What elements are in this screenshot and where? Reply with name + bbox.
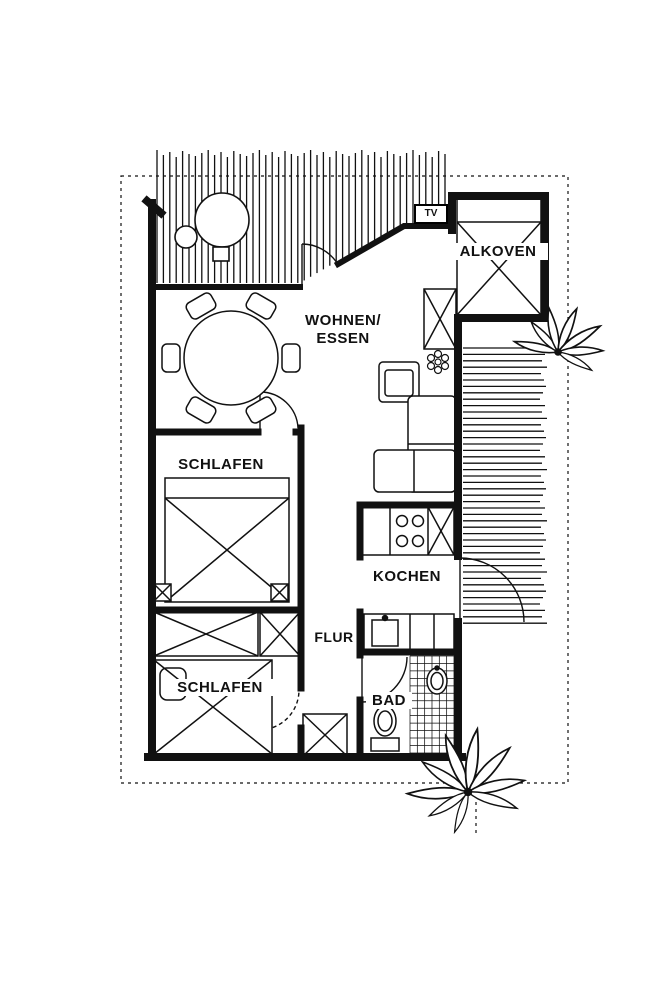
room-label-wohnen-essen: WOHNEN/ ESSEN: [288, 312, 398, 348]
wardrobes: [153, 611, 301, 657]
plant-icon-right: [511, 305, 606, 372]
bath-tiles: [409, 655, 455, 754]
room-label-wohnen-line2: ESSEN: [316, 330, 370, 347]
room-label-kochen: KOCHEN: [372, 568, 441, 585]
room-label-wohnen-line1: WOHNEN/: [305, 312, 381, 329]
furniture: [153, 198, 542, 757]
sofa-group: [373, 361, 457, 493]
bed-2: [153, 659, 273, 755]
hall-wardrobe: [302, 713, 348, 757]
kitchen-counter: [361, 506, 455, 653]
cupboard: [423, 288, 457, 350]
room-label-schlafen-1: SCHLAFEN: [178, 456, 264, 473]
room-label-schlafen-2: SCHLAFEN: [164, 679, 276, 696]
tv-marker: TV: [414, 204, 448, 224]
tree-icon: [174, 192, 250, 262]
dining-table: [161, 292, 301, 424]
room-label-bad: BAD: [366, 692, 412, 709]
room-label-alkoven: ALKOVEN: [448, 243, 548, 260]
terrace-right-hatch: [463, 347, 547, 624]
walls: [141, 192, 549, 761]
bed-1: [153, 477, 290, 603]
room-label-flur: FLUR: [314, 629, 354, 645]
bathroom-fixtures: [370, 665, 448, 752]
flower-icon: [426, 349, 450, 375]
plant-icon-bottom: [404, 726, 528, 835]
